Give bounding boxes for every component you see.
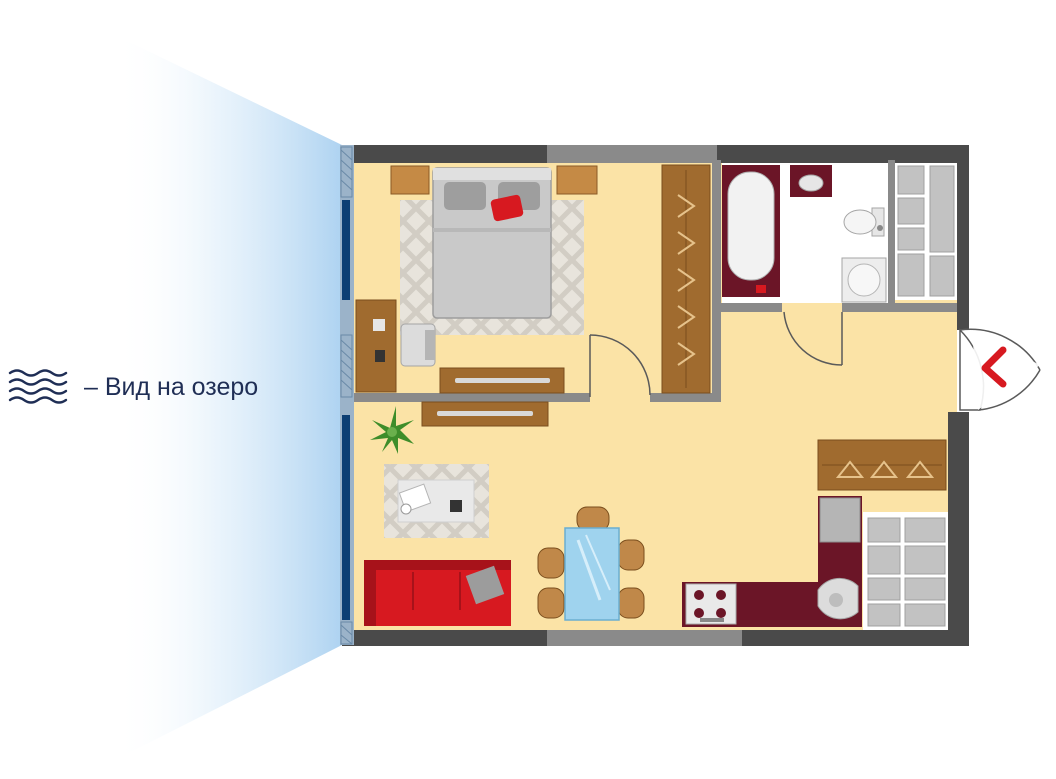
dining-chairs xyxy=(537,506,645,619)
wall-bottom-left xyxy=(342,630,547,646)
sofa-pillow xyxy=(465,565,505,605)
double-bed xyxy=(432,167,552,319)
bath-mat xyxy=(756,285,766,293)
wall-right-top xyxy=(957,145,969,330)
hanger-icon xyxy=(677,194,696,366)
washing-machine xyxy=(841,257,887,303)
wall-top-mid xyxy=(547,145,717,163)
bathtub xyxy=(727,171,775,281)
window-hatch xyxy=(340,146,353,645)
wall-bottom-mid xyxy=(547,630,742,646)
desk-phone xyxy=(375,350,385,362)
wall-bathroom-bottom-left xyxy=(712,303,782,312)
bedroom-door[interactable] xyxy=(589,334,651,397)
desk-chair xyxy=(400,323,436,367)
bedroom-wardrobe xyxy=(661,164,711,394)
shelving-top-right xyxy=(897,165,955,297)
wall-top-right xyxy=(717,145,969,163)
wall-right-bottom xyxy=(948,412,969,646)
shelving-bottom-right xyxy=(867,517,946,627)
hall-hanger-icon xyxy=(835,460,935,478)
living-cabinet xyxy=(421,401,549,427)
coffee-table-phone xyxy=(450,500,462,512)
wall-bedroom-bottom-left xyxy=(354,393,590,402)
kitchen-sink xyxy=(817,577,859,620)
stove-knobs xyxy=(700,618,724,622)
entrance-door[interactable] xyxy=(959,328,1041,411)
nightstand-left xyxy=(390,165,430,195)
legend-label: – Вид на озеро xyxy=(84,372,259,401)
desk-item xyxy=(373,319,385,331)
dining-table xyxy=(564,527,620,621)
window-glass-upper xyxy=(342,200,350,300)
waves-icon xyxy=(8,369,68,404)
desk xyxy=(355,299,397,393)
wall-bathroom-divider xyxy=(888,160,895,310)
wall-bedroom-right xyxy=(712,160,721,402)
legend: – Вид на озеро xyxy=(8,365,258,409)
wall-top-left xyxy=(342,145,547,163)
bed-red-pillow xyxy=(490,194,524,222)
bathroom-door[interactable] xyxy=(783,311,843,366)
nightstand-right xyxy=(556,165,598,195)
bedroom-dresser xyxy=(439,367,565,394)
washbasin xyxy=(790,165,832,197)
coffee-cup xyxy=(400,503,412,515)
window-glass-lower xyxy=(342,415,350,620)
wall-bathroom-bottom-right xyxy=(842,303,957,312)
wall-bedroom-bottom-right xyxy=(650,393,720,402)
sofa xyxy=(364,560,511,626)
toilet xyxy=(843,207,885,237)
wall-bottom-right xyxy=(742,630,969,646)
fridge xyxy=(819,497,861,543)
lake-view-gradient xyxy=(115,35,342,760)
plant-icon xyxy=(370,406,414,454)
entrance-arrow-icon[interactable] xyxy=(981,346,1007,388)
stove xyxy=(685,583,737,625)
